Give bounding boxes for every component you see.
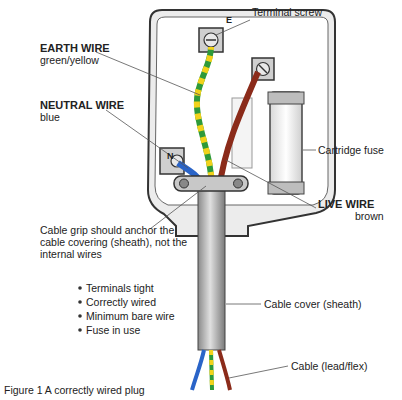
leader-line (150, 186, 206, 229)
terminal-letter: N (167, 150, 174, 162)
note-text: Cable grip should anchor the cable cover… (40, 224, 190, 260)
bullet (78, 300, 82, 304)
cable-sheath (198, 184, 225, 350)
wire-label: NEUTRAL WIRE (40, 99, 124, 111)
bullet (78, 328, 82, 332)
wire-label: EARTH WIRE (40, 42, 110, 54)
terminal-letter: E (226, 14, 232, 26)
earth-wire-stripe (211, 350, 212, 390)
fuse-cap (268, 92, 304, 104)
live-wire (219, 72, 258, 190)
part-label: Cable cover (sheath) (264, 298, 361, 310)
check-item: Correctly wired (86, 296, 156, 308)
wire-colour: blue (40, 111, 60, 123)
neutral-wire-end (192, 350, 204, 390)
part-label: Cartridge fuse (318, 144, 384, 156)
cartridge-fuse (270, 92, 302, 194)
grip-screw (234, 179, 243, 188)
check-item: Minimum bare wire (86, 310, 175, 322)
wire-colour: green/yellow (40, 54, 99, 66)
figure-caption: Figure 1 A correctly wired plug (4, 384, 145, 396)
wire-colour: brown (355, 210, 384, 222)
bullet (78, 314, 82, 318)
cable-grip (174, 176, 248, 191)
bullet (78, 286, 82, 290)
leader-line (226, 304, 261, 305)
earth-wire-stripe (197, 47, 212, 190)
earth-wire (197, 47, 212, 190)
leader-line (96, 52, 200, 95)
part-label: Terminal screw (252, 6, 322, 18)
screw-slot (259, 65, 267, 73)
plug-interior (155, 17, 328, 205)
wire-label: LIVE WIRE (318, 198, 374, 210)
grip-screw (180, 179, 189, 188)
neutral-terminal (160, 148, 184, 174)
leader-line (106, 110, 188, 168)
plug-casing (148, 10, 335, 236)
leader-line (216, 20, 250, 35)
leader-line (226, 160, 316, 208)
part-label: Cable (lead/flex) (291, 360, 367, 372)
screw-slot (206, 39, 216, 41)
earth-wire-end (211, 350, 212, 390)
terminal-screw (204, 33, 218, 47)
leader-line (303, 150, 316, 151)
check-item: Fuse in use (86, 324, 140, 336)
bullets (78, 286, 82, 332)
check-item: Terminals tight (86, 282, 154, 294)
leader-line (229, 366, 288, 378)
live-wire-end (219, 350, 230, 390)
